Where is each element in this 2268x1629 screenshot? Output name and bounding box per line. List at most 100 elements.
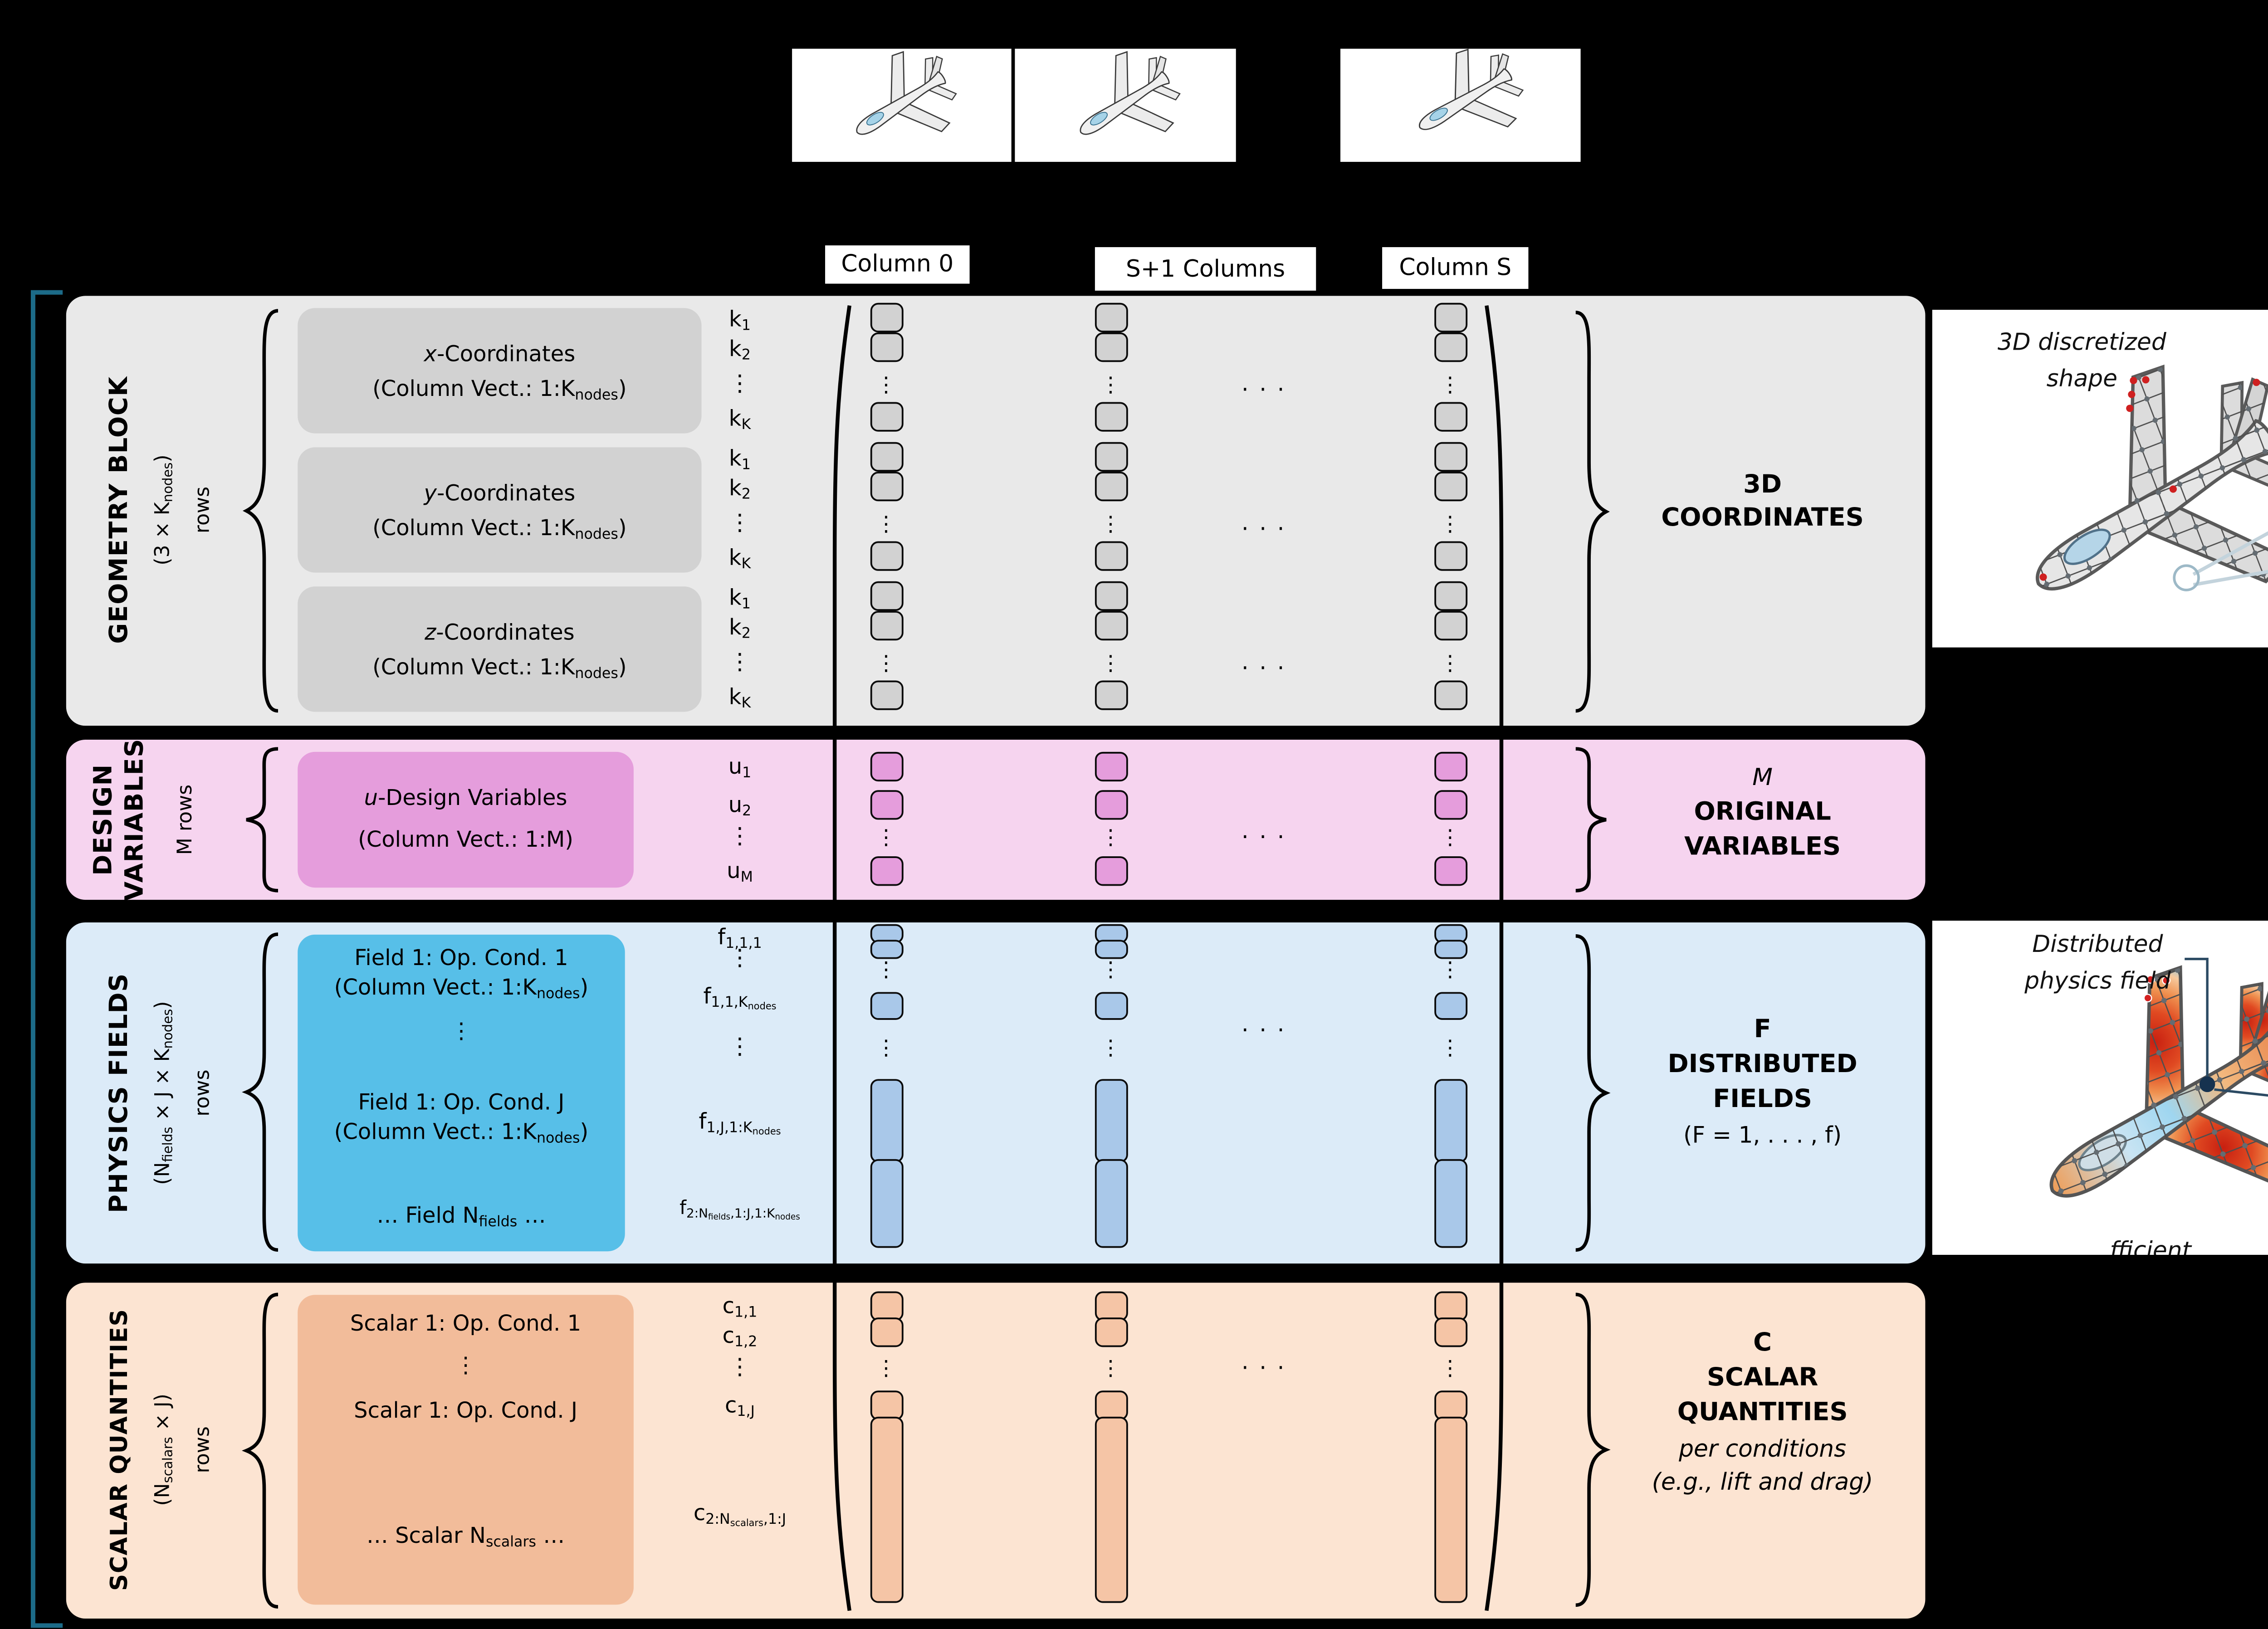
- matrix-cell-design: [869, 790, 903, 820]
- field-box-dots: ⋮: [450, 1017, 472, 1044]
- coefficient-cut-label: fficient: [2110, 1237, 2191, 1255]
- f-index-label: f1,1,1: [718, 923, 762, 951]
- matrix-cell-geometry: [1094, 402, 1127, 432]
- matrix-cell-physics: [1433, 1079, 1467, 1163]
- matrix-cell-design: [869, 751, 903, 782]
- u-index-label: u2: [728, 791, 752, 819]
- matrix-cell-geometry: [869, 332, 903, 362]
- matrix-cell-physics: [1094, 940, 1127, 959]
- k-index-label: kK: [728, 405, 751, 433]
- physics-figure-panel: Distributed physics field Field va condi…: [1932, 921, 2268, 1255]
- scalar-box-line: Scalar 1: Op. Cond. J: [354, 1396, 578, 1423]
- k-index-label: k1: [729, 444, 751, 473]
- matrix-cell-geometry: [1433, 611, 1467, 641]
- field-box-line: … Field Nfields …: [376, 1201, 546, 1230]
- cell-column-dots: ⋮: [1100, 372, 1121, 397]
- c-index-label: c2:Nscalars,1:J: [693, 1499, 787, 1530]
- right-brace-icon: [1572, 306, 1613, 717]
- c-index-label: c1,J: [725, 1391, 755, 1419]
- matrix-cell-scalar: [1433, 1291, 1467, 1321]
- matrix-cell-geometry: [869, 302, 903, 332]
- cell-column-dots: ⋮: [1100, 825, 1121, 849]
- z-coordinates-sublabel: (Column Vect.: 1:Knodes): [372, 654, 627, 682]
- geometry-block-title: GEOMETRY BLOCK: [106, 376, 134, 644]
- column-header-mid: S+1 Columns: [1095, 247, 1316, 291]
- cell-column-dots: ⋮: [875, 651, 897, 676]
- column-ellipsis: . . .: [1241, 511, 1286, 537]
- matrix-cell-geometry: [1433, 680, 1467, 710]
- scalar-box-line: … Scalar Nscalars …: [366, 1522, 565, 1550]
- scalar-box-dots: ⋮: [455, 1351, 477, 1378]
- matrix-cell-scalar: [1094, 1416, 1127, 1603]
- matrix-cell-design: [869, 856, 903, 886]
- y-coordinates-sublabel: (Column Vect.: 1:Knodes): [372, 514, 627, 542]
- matrix-cell-geometry: [1433, 402, 1467, 432]
- right-brace-icon: [1572, 1290, 1613, 1610]
- y-coordinates-label: y-Coordinates: [424, 479, 576, 506]
- matrix-cell-scalar: [869, 1317, 903, 1347]
- field-box-line: Field 1: Op. Cond. 1: [354, 944, 568, 971]
- column-ellipsis: . . .: [1241, 1012, 1286, 1039]
- matrix-cell-geometry: [869, 402, 903, 432]
- scalar-right-label-3: QUANTITIES: [1677, 1399, 1848, 1427]
- matrix-cell-geometry: [1094, 541, 1127, 571]
- cell-column-dots: ⋮: [1100, 1035, 1121, 1060]
- scalar-block-dims: (Nscalars × J): [150, 1394, 176, 1506]
- physics-right-label-3: FIELDS: [1713, 1086, 1812, 1114]
- x-coordinates-box: x-Coordinates (Column Vect.: 1:Knodes): [298, 308, 702, 434]
- matrix-cell-physics: [1094, 1159, 1127, 1248]
- left-brace-icon: [239, 1290, 282, 1612]
- right-brace-icon: [1572, 746, 1613, 893]
- matrix-cell-design: [1094, 751, 1127, 782]
- airplane-icon: [792, 49, 1012, 161]
- field-box-line: Field 1: Op. Cond. J: [358, 1088, 565, 1115]
- matrix-cell-physics: [869, 992, 903, 1020]
- design-block-title-1: DESIGN: [90, 764, 118, 876]
- left-brace-icon: [239, 746, 282, 893]
- matrix-cell-scalar: [1433, 1317, 1467, 1347]
- column-header-mid-label: S+1 Columns: [1126, 255, 1286, 283]
- geometry-block-dims: (3 × Knodes): [150, 454, 176, 566]
- k-index-dots: ⋮: [728, 650, 751, 676]
- field-box-line: (Column Vect.: 1:Knodes): [334, 974, 589, 1002]
- geometry-block-rows: rows: [190, 486, 215, 534]
- k-index-dots: ⋮: [728, 511, 751, 537]
- matrix-cell-design: [1433, 751, 1467, 782]
- cell-column-dots: ⋮: [1439, 372, 1461, 397]
- matrix-cell-physics: [869, 1079, 903, 1163]
- cell-column-dots: ⋮: [875, 825, 897, 849]
- matrix-cell-geometry: [869, 611, 903, 641]
- airplane-snapshot-3: [1340, 49, 1581, 162]
- scalar-right-label-1: C: [1753, 1329, 1772, 1358]
- matrix-cell-physics: [1433, 940, 1467, 959]
- physics-block-title: PHYSICS FIELDS: [106, 973, 134, 1213]
- field-box-line: (Column Vect.: 1:Knodes): [334, 1118, 589, 1146]
- matrix-cell-design: [1433, 856, 1467, 886]
- field-box: Field 1: Op. Cond. 1 (Column Vect.: 1:Kn…: [298, 934, 625, 1252]
- matrix-cell-physics: [869, 1159, 903, 1248]
- matrix-cell-scalar: [1094, 1291, 1127, 1321]
- f-index-dots: ⋮: [728, 946, 751, 972]
- u-index-label: uM: [727, 857, 753, 885]
- x-coordinates-sublabel: (Column Vect.: 1:Knodes): [372, 375, 627, 403]
- matrix-cell-geometry: [869, 442, 903, 472]
- matrix-paren-right-icon: [1483, 298, 1508, 1619]
- physics-block-dims: (Nfields × J × Knodes): [150, 1001, 176, 1185]
- u-index-label: u1: [728, 752, 752, 781]
- cell-column-dots: ⋮: [1100, 651, 1121, 676]
- column-ellipsis: . . .: [1241, 650, 1286, 676]
- c-index-label: c1,1: [722, 1292, 758, 1321]
- k-index-label: k2: [729, 613, 751, 642]
- matrix-cell-geometry: [869, 680, 903, 710]
- distributed-field-label-2: physics field: [2024, 967, 2171, 996]
- k-index-label: k2: [729, 335, 751, 363]
- k-index-label: k2: [729, 474, 751, 502]
- matrix-cell-physics: [869, 940, 903, 959]
- f-index-dots: ⋮: [728, 1034, 751, 1061]
- u-design-variables-label: u-Design Variables: [364, 784, 567, 810]
- left-brace-icon: [239, 929, 282, 1255]
- k-index-label: k1: [729, 584, 751, 612]
- cell-column-dots: ⋮: [1439, 1356, 1461, 1380]
- y-coordinates-box: y-Coordinates (Column Vect.: 1:Knodes): [298, 447, 702, 573]
